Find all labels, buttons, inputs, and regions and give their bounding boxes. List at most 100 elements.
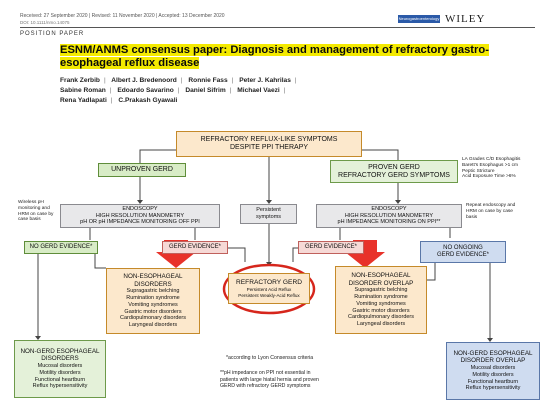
box-heading: DISORDER OVERLAP (348, 279, 414, 287)
connector-line (139, 149, 176, 163)
arrowhead (137, 200, 143, 204)
box-non-esophageal-overlap: NON-ESOPHAGEAL DISORDER OVERLAP Supragas… (335, 266, 427, 334)
list-item: Mucosal disorders (37, 362, 83, 369)
note-line: Acid Exposure Time >6% (462, 174, 516, 180)
connector-line (292, 247, 298, 262)
highlight-circle (222, 263, 316, 315)
paper-title: ESNM/ANMS consensus paper: Diagnosis and… (60, 44, 489, 69)
box-line: HIGH RESOLUTION MANOMETRY (344, 212, 434, 219)
note-line: Wireless pH (18, 200, 44, 205)
arrowhead (35, 336, 41, 340)
list-item: Vomiting syndromes (128, 301, 178, 308)
list-item: Supragastric belching (354, 287, 408, 294)
publisher-logo: WILEY (445, 13, 486, 25)
list-item: Gastric motor disorders (352, 307, 410, 314)
box-line: GERD EVIDENCE* (436, 252, 489, 258)
list-item: Reflux hypersensitivity (465, 385, 521, 392)
list-item: Mucosal disorders (470, 364, 516, 371)
box-line: GERD EVIDENCE* (168, 244, 221, 250)
arrowhead (487, 338, 493, 342)
list-item: Vomiting syndromes (356, 300, 406, 307)
list-item: Gastric motor disorders (124, 308, 182, 315)
list-item: Functional heartburn (34, 376, 86, 383)
box-line: Persistent (256, 207, 281, 214)
footnote-ph-impedance: **pH impedance on PPI not essential in p… (220, 370, 319, 390)
author: Peter J. Kahrilas (239, 77, 291, 84)
author-line-1: Frank Zerbib| Albert J. Bredenoord| Ronn… (60, 77, 297, 84)
box-non-gerd-overlap: NON-GERD ESOPHAGEAL DISORDER OVERLAP Muc… (446, 342, 540, 400)
note-line: case basis (18, 217, 41, 223)
article-type: POSITION PAPER (20, 31, 85, 37)
footnote-line: **pH impedance on PPI not essential in (220, 370, 311, 376)
note-line: HRM on case by (18, 211, 54, 217)
box-line: REFRACTORY REFLUX-LIKE SYMPTOMS (200, 136, 338, 143)
author: Albert J. Bredenoord (111, 77, 177, 84)
box-line: REFRACTORY GERD SYMPTOMS (338, 171, 450, 179)
journal-badge: Neurogastroenterology & Motility (398, 15, 440, 29)
list-item: Rumination syndrome (126, 294, 180, 301)
right-testing-note: Repeat endoscopy and HRM on case by case… (466, 203, 515, 220)
proven-criteria-note: LA Grades C/D Esophagitis Barett's Esoph… (462, 157, 520, 180)
box-line: pH IMPEDANCE MONITORING ON PPI** (337, 219, 441, 226)
box-line: PROVEN GERD (368, 163, 420, 171)
box-heading: DISORDER OVERLAP (460, 357, 526, 365)
box-persistent-symptoms: Persistent symptoms (240, 204, 297, 224)
author: Sabine Roman (60, 87, 106, 94)
box-gerd-evidence-right: GERD EVIDENCE* (298, 241, 364, 254)
list-item: Laryngeal disorders (356, 321, 406, 328)
list-item: Cardiopulmonary disorders (119, 315, 187, 322)
list-item: Functional heartburn (467, 378, 519, 385)
box-heading: REFRACTORY GERD (236, 278, 302, 286)
author: Rena Yadlapati (60, 97, 107, 104)
list-item: Laryngeal disorders (128, 322, 178, 329)
note-line: monitoring and (18, 205, 50, 211)
connector-line (362, 149, 399, 160)
list-item: Supragastric belching (126, 288, 180, 295)
note-line: basis (466, 214, 478, 220)
box-line: GERD EVIDENCE* (304, 244, 357, 250)
box-non-gerd-esophageal: NON-GERD ESOPHAGEAL DISORDERS Mucosal di… (14, 340, 106, 398)
author: Edoardo Savarino (117, 87, 174, 94)
author: Ronnie Fass (188, 77, 228, 84)
list-item: Persistent Weakly-Acid Reflux (238, 292, 300, 298)
author-list: Frank Zerbib| Albert J. Bredenoord| Ronn… (60, 76, 510, 106)
box-endoscopy-off-ppi: ENDOSCOPY HIGH RESOLUTION MANOMETRY pH O… (60, 204, 220, 228)
box-line: DESPITE PPI THERAPY (229, 144, 309, 151)
note-line: Barett's Esophagus >1 cm (462, 162, 518, 168)
author: Frank Zerbib (60, 77, 100, 84)
box-heading: NON-GERD ESOPHAGEAL (20, 347, 100, 355)
box-refractory-gerd: REFRACTORY GERD Persistent Acid Reflux P… (228, 273, 310, 304)
note-line: Repeat endoscopy and (466, 203, 516, 208)
footnote-lyon: *according to Lyon Consensus criteria (226, 355, 314, 361)
connector-line (94, 254, 106, 269)
box-line: NO ONGOING (443, 245, 483, 251)
author-line-2: Sabine Roman| Edoardo Savarino| Daniel S… (60, 87, 286, 94)
box-line: symptoms (255, 214, 282, 220)
box-line: pH OR pH IMPEDANCE MONITORING OFF PPI (80, 219, 200, 226)
list-item: Motility disorders (39, 369, 81, 376)
box-no-gerd-evidence: NO GERD EVIDENCE* (24, 241, 98, 254)
list-item: Cardiopulmonary disorders (347, 314, 415, 321)
box-line: ENDOSCOPY (122, 205, 158, 212)
note-line: LA Grades C/D Esophagitis (462, 157, 521, 162)
box-no-ongoing-gerd: NO ONGOING GERD EVIDENCE* (420, 241, 506, 263)
header-divider (20, 27, 535, 28)
box-heading: NON-ESOPHAGEAL (351, 272, 411, 280)
box-heading: DISORDERS (41, 355, 79, 363)
arrowhead (266, 200, 272, 204)
author: C.Prakash Gyawali (118, 97, 178, 104)
note-line: HRM on case by case (466, 208, 513, 214)
connector-line (228, 247, 246, 262)
left-testing-note: Wireless pH monitoring and HRM on case b… (18, 200, 53, 223)
arrowhead (395, 200, 401, 204)
list-item: Persistent Acid Reflux (246, 286, 292, 292)
footnote-line: GERD with refractory GERD symptoms (220, 383, 311, 389)
box-line: ENDOSCOPY (371, 205, 407, 212)
box-line: NO GERD EVIDENCE* (29, 244, 93, 250)
box-heading: NON-ESOPHAGEAL (123, 273, 183, 281)
box-heading: DISORDERS (134, 280, 172, 288)
box-line: UNPROVEN GERD (111, 166, 173, 173)
author: Michael Vaezi (237, 87, 280, 94)
box-unproven-gerd: UNPROVEN GERD (98, 163, 186, 177)
box-non-esophageal-disorders: NON-ESOPHAGEAL DISORDERS Supragastric be… (106, 268, 200, 334)
